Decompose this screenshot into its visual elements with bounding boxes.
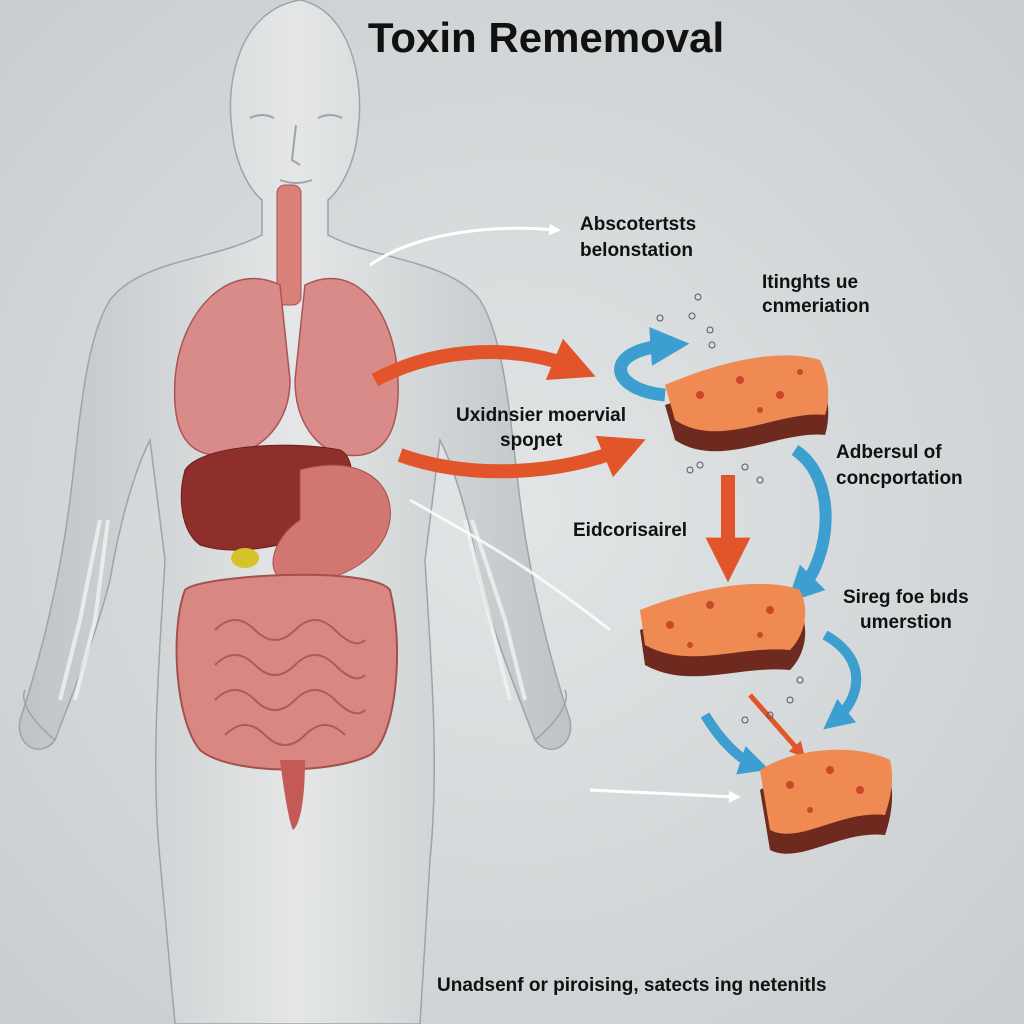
sponge-bottom [760, 749, 893, 854]
sponge-middle [640, 583, 806, 677]
white-arrow-bottom [589, 788, 741, 803]
left-lung [173, 277, 291, 457]
orange-arrow-upper [371, 338, 596, 387]
blue-arrow-bidirectional [700, 712, 770, 775]
rectum [280, 760, 305, 830]
small-intestine-coils [214, 619, 366, 746]
blue-arrow-lower [822, 630, 862, 730]
trachea [276, 184, 302, 306]
orange-arrow-lower [397, 435, 646, 479]
toxin-molecules [656, 293, 804, 724]
skeleton-arm-bones [58, 519, 527, 701]
sponge-top [665, 355, 829, 452]
white-arrow-top [369, 223, 561, 267]
face [249, 114, 343, 184]
blue-arrow-recycle [614, 326, 690, 402]
blue-arrow-right [787, 445, 832, 603]
footer-caption: Unadsenf or piroising, satects ing neten… [437, 975, 827, 996]
right-lung [294, 277, 399, 457]
white-flow-line [409, 498, 611, 632]
gallbladder [231, 548, 259, 568]
label-eidcor: Eidcorisairel [573, 520, 687, 541]
orange-arrow-small [748, 693, 806, 759]
page-title: Toxin Rememoval [368, 14, 724, 61]
stomach [272, 464, 391, 583]
